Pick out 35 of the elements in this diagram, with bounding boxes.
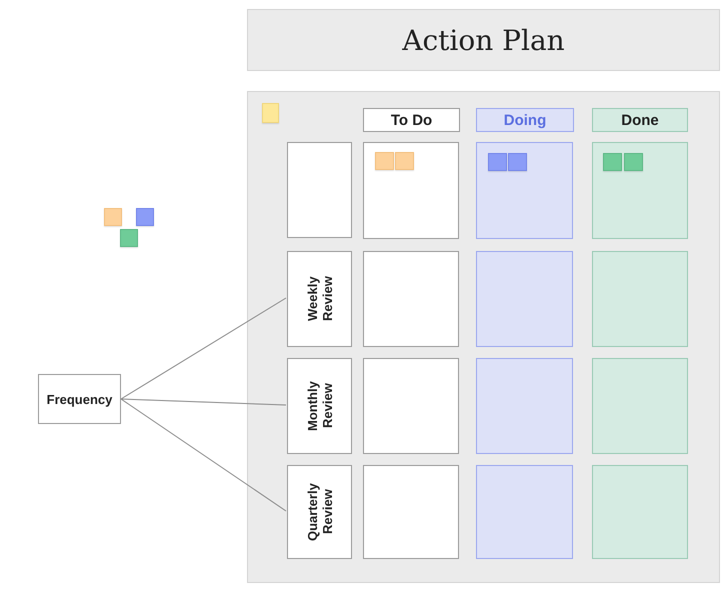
board-cell (363, 465, 459, 559)
sticky-note (136, 208, 154, 226)
sticky-note (395, 152, 414, 170)
connector-line (120, 398, 286, 512)
board-cell (363, 358, 459, 454)
board-cell (592, 465, 688, 559)
board-cell (363, 251, 459, 347)
sticky-note (375, 152, 394, 170)
row-header (287, 142, 352, 238)
connector-line (120, 398, 286, 406)
sticky-note (488, 153, 507, 171)
title-banner: Action Plan (247, 9, 720, 71)
board-panel (247, 91, 720, 583)
sticky-note (120, 229, 138, 247)
column-header: To Do (363, 108, 460, 132)
row-header: Monthly Review (287, 358, 352, 454)
board-cell (476, 142, 573, 239)
sticky-note (508, 153, 527, 171)
board-cell (476, 358, 573, 454)
row-header: Quarterly Review (287, 465, 352, 559)
column-header: Done (592, 108, 688, 132)
sticky-note (262, 103, 279, 123)
sticky-note (603, 153, 622, 171)
board-cell (476, 251, 573, 347)
sticky-note (104, 208, 122, 226)
board-cell (476, 465, 573, 559)
board-cell (592, 142, 688, 239)
column-header: Doing (476, 108, 574, 132)
board-cell (592, 358, 688, 454)
sticky-note (624, 153, 643, 171)
row-header: Weekly Review (287, 251, 352, 347)
board-cell (363, 142, 459, 239)
connector-line (120, 298, 286, 400)
board-cell (592, 251, 688, 347)
frequency-box: Frequency (38, 374, 121, 424)
